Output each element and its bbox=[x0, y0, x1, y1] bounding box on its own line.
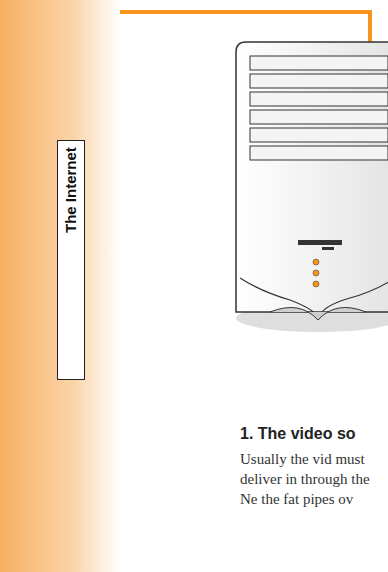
network-wire bbox=[120, 12, 370, 42]
vertical-label-box: The Internet bbox=[57, 140, 85, 380]
section-heading: 1. The video so bbox=[240, 424, 356, 444]
body-text: Usually the vid must deliver in through … bbox=[240, 449, 372, 509]
box-title: The Internet bbox=[62, 147, 80, 233]
background-panel bbox=[0, 0, 120, 572]
server-tower bbox=[236, 42, 388, 332]
